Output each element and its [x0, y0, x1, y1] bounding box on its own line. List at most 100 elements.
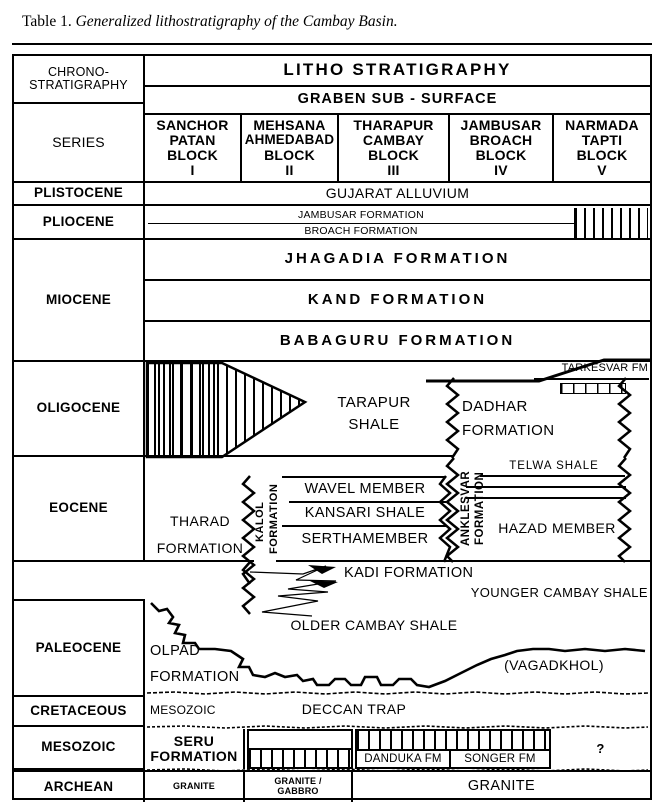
block-2-line-2: AHMEDABAD — [244, 132, 335, 148]
block-2-numeral: II — [285, 161, 294, 178]
anklesvar-rule-1 — [466, 486, 626, 488]
unit-seru-formation: SERU FORMATION — [145, 729, 245, 769]
block-1-line-3: BLOCK — [167, 147, 218, 163]
series-plistocene-label: PLISTOCENE — [33, 185, 124, 201]
series-label: SERIES — [52, 133, 105, 150]
unit-babaguru-formation: BABAGURU FORMATION — [145, 322, 650, 362]
unit-kansari-shale: KANSARI SHALE — [282, 503, 448, 525]
mesozoic-bottom-line — [146, 768, 649, 772]
vagadkhol-label: (VAGADKHOL) — [504, 657, 604, 674]
anklesvar-formation-line-2: FORMATION — [474, 471, 486, 545]
block-4-line-3: BLOCK — [475, 147, 527, 163]
table-caption: Table 1. Generalized lithostratigraphy o… — [22, 10, 642, 34]
block-3-line-1: THARAPUR — [353, 116, 434, 133]
unit-granite-main: GRANITE — [353, 770, 650, 802]
unit-granite-gabbro: GRANITE / GABBRO — [245, 770, 353, 802]
pliocene-row-bottom-rule — [145, 238, 650, 240]
block-column-3: THARAPUR CAMBAY BLOCK III — [339, 115, 450, 183]
block-column-5: NARMADA TAPTI BLOCK V — [554, 115, 650, 183]
block-4-numeral: IV — [494, 162, 508, 179]
mesozoic-unknown-cell: ? — [551, 729, 650, 769]
kalol-right-zigzag — [438, 475, 452, 563]
series-archean-label: ARCHEAN — [43, 778, 114, 794]
block-column-2: MEHSANA AHMEDABAD BLOCK II — [242, 115, 339, 183]
tarkesvar-underline — [534, 378, 649, 380]
kadi-formation-squiggle — [249, 565, 338, 617]
tharad-formation-line-2: FORMATION — [156, 540, 244, 556]
block-column-4: JAMBUSAR BROACH BLOCK IV — [450, 115, 554, 183]
older-cambay-shale-label: OLDER CAMBAY SHALE — [290, 617, 458, 634]
block-3-line-3: BLOCK — [368, 147, 419, 163]
litho-label: LITHO STRATIGRAPHY — [283, 60, 512, 80]
chrono-line-2: STRATIGRAPHY — [29, 78, 128, 92]
caption-number: Table 1. — [22, 13, 72, 30]
series-oligocene: OLIGOCENE — [14, 362, 145, 457]
unit-olpad-formation: OLPAD FORMATION — [150, 641, 260, 689]
granite-block-1-label: GRANITE — [173, 781, 215, 792]
olpad-formation-line-2: FORMATION — [150, 669, 240, 685]
unit-gujarat-alluvium: GUJARAT ALLUVIUM — [145, 183, 650, 206]
tarkesvar-symbol — [560, 383, 626, 394]
unit-danduka-fm: DANDUKA FM — [355, 751, 451, 769]
broach-formation-label: BROACH FORMATION — [304, 225, 418, 238]
block-4-line-2: BROACH — [469, 131, 533, 148]
tarkesvar-fm-label: TARKESVAR FM — [561, 362, 648, 375]
lithostratigraphy-table: CHRONO- STRATIGRAPHY LITHO STRATIGRAPHY … — [12, 54, 652, 802]
series-eocene-label: EOCENE — [49, 500, 108, 516]
unit-younger-cambay-shale: YOUNGER CAMBAY SHALE — [434, 584, 648, 602]
series-cretaceous-label: CRETACEOUS — [30, 702, 127, 718]
unit-tarkesvar-fm: TARKESVAR FM — [534, 360, 648, 378]
unit-jambusar-formation: JAMBUSAR FORMATION — [148, 208, 575, 224]
olpad-formation-line-1: OLPAD — [150, 643, 201, 660]
unit-broach-formation: BROACH FORMATION — [148, 224, 575, 240]
telwa-shale-underline — [480, 475, 625, 477]
series-mesozoic: MESOZOIC — [14, 727, 145, 770]
jhagadia-formation-label: JHAGADIA FORMATION — [284, 250, 511, 268]
header-chronostratigraphy: CHRONO- STRATIGRAPHY — [14, 56, 145, 104]
dadhar-formation-line-2: FORMATION — [462, 421, 555, 439]
seru-formation-line-2: FORMATION — [150, 748, 238, 764]
anklesvar-rule-2 — [466, 497, 626, 499]
wavel-member-underline — [289, 501, 446, 503]
block-1-numeral: I — [190, 162, 195, 179]
mesozoic-block-2-outline — [247, 729, 353, 749]
paleocene-top-rule — [14, 599, 145, 601]
series-mesozoic-label: MESOZOIC — [41, 739, 116, 755]
block-5-line-2: TAPTI — [581, 131, 623, 148]
kalol-top-rule — [282, 476, 446, 478]
granite-gabbro-line-2: GABBRO — [277, 786, 319, 796]
wavel-member-label: WAVEL MEMBER — [304, 481, 426, 498]
series-cretaceous: CRETACEOUS — [14, 695, 145, 727]
block-2-line-1: MEHSANA — [253, 117, 326, 134]
series-plistocene: PLISTOCENE — [14, 183, 145, 206]
unit-deccan-trap: DECCAN TRAP — [264, 699, 444, 721]
caption-text: Generalized lithostratigraphy of the Cam… — [75, 13, 398, 30]
series-eocene: EOCENE — [14, 457, 145, 562]
unit-telwa-shale: TELWA SHALE — [484, 456, 624, 476]
telwa-shale-label: TELWA SHALE — [509, 459, 599, 472]
header-series: SERIES — [14, 104, 145, 183]
unit-granite-block-1: GRANITE — [145, 770, 245, 802]
oligocene-bottom-rule — [14, 455, 454, 457]
caption-rule — [12, 43, 652, 45]
tharad-formation-line-1: THARAD — [170, 512, 230, 529]
cretaceous-mesozoic-label: MESOZOIC — [150, 702, 216, 717]
unit-older-cambay-shale: OLDER CAMBAY SHALE — [254, 616, 494, 636]
unit-wavel-member: WAVEL MEMBER — [282, 479, 448, 501]
unit-songer-fm: SONGER FM — [451, 751, 551, 769]
block-1-line-2: PATAN — [169, 131, 216, 148]
block-5-line-3: BLOCK — [576, 147, 628, 163]
graben-label: GRABEN SUB - SURFACE — [297, 91, 498, 108]
unit-dadhar-formation: DADHAR FORMATION — [462, 392, 612, 446]
kalol-formation-line-2: FORMATION — [268, 483, 280, 555]
kadi-left-zigzag — [241, 561, 256, 615]
block-3-numeral: III — [387, 162, 400, 179]
hazad-member-label: HAZAD MEMBER — [498, 520, 616, 537]
tarapur-shale-line-2: SHALE — [348, 416, 400, 433]
songer-fm-label: SONGER FM — [464, 752, 536, 765]
dadhar-right-zigzag — [617, 377, 632, 459]
series-pliocene: PLIOCENE — [14, 206, 145, 240]
eocene-bottom-rule-right — [276, 560, 650, 562]
block-5-line-1: NARMADA — [565, 116, 639, 133]
deccan-trap-bottom-line — [146, 725, 649, 729]
